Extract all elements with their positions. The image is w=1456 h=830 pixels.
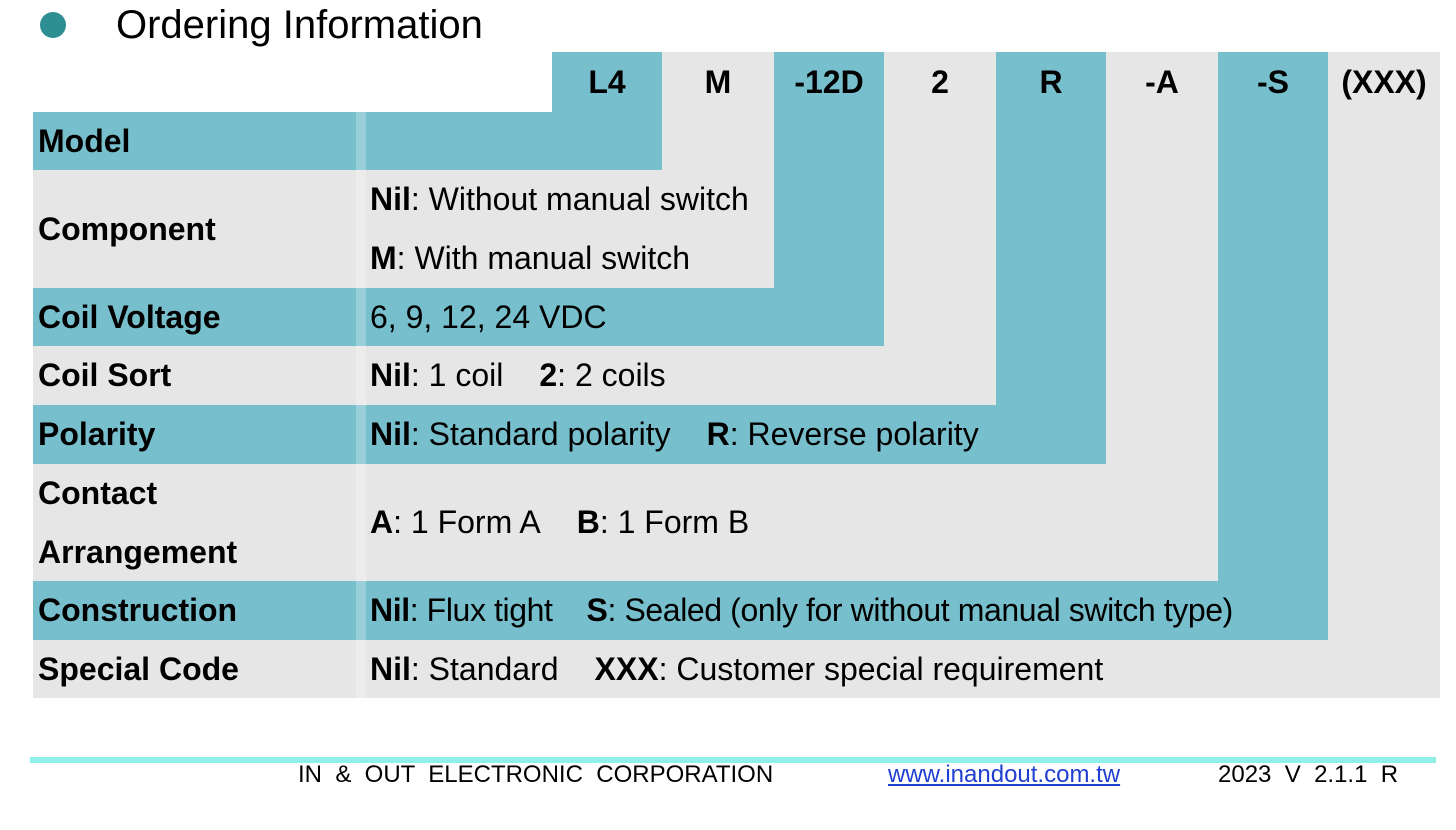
label-separator xyxy=(356,112,366,698)
option-text: : With manual switch xyxy=(396,240,691,276)
row-bg-component xyxy=(33,170,774,288)
option-code: 2 xyxy=(539,357,558,393)
option-code: Nil xyxy=(370,592,410,628)
code-column-bg-r xyxy=(996,52,1106,464)
construction-options: Nil: Flux tight S: Sealed (only for witho… xyxy=(370,581,1233,640)
option-text: : Without manual switch xyxy=(410,181,749,217)
footer-version: 2023 V 2.1.1 R xyxy=(1218,761,1399,788)
option-code: Nil xyxy=(370,181,411,217)
component-option-2: M: With manual switch xyxy=(370,229,690,288)
code-part-xxx: (XXX) xyxy=(1341,64,1427,100)
contact-arrangement-options: A: 1 Form A B: 1 Form B xyxy=(370,464,749,581)
option-code: S xyxy=(586,592,608,628)
option-text: : Sealed (only for without manual switch… xyxy=(607,592,1233,628)
option-code: R xyxy=(706,416,730,452)
option-text: : 1 Form B xyxy=(599,504,750,540)
code-part-m: M xyxy=(704,64,732,100)
row-label-special-code: Special Code xyxy=(38,651,239,687)
coil-voltage-values: 6, 9, 12, 24 VDC xyxy=(370,299,607,335)
row-bg-contact-arrangement xyxy=(33,464,1218,581)
code-part-l4: L4 xyxy=(588,64,626,100)
row-label-contact: Contact xyxy=(38,475,158,511)
option-code: B xyxy=(576,504,600,540)
row-bg-construction xyxy=(33,581,1328,640)
row-label-construction: Construction xyxy=(38,592,238,628)
option-text: : Standard xyxy=(410,651,559,687)
row-label-component: Component xyxy=(38,211,216,247)
option-code: Nil xyxy=(370,416,411,452)
option-text: : Customer special requirement xyxy=(658,651,1104,687)
option-text: : 1 coil xyxy=(410,357,504,393)
footer-company: IN & OUT ELECTRONIC CORPORATION xyxy=(298,761,774,788)
bullet-dot-icon xyxy=(40,12,66,38)
row-bg-polarity xyxy=(33,405,1106,464)
polarity-options: Nil: Standard polarity R: Reverse polarit… xyxy=(370,405,979,464)
row-label-polarity: Polarity xyxy=(38,416,156,452)
option-text: : 2 coils xyxy=(557,357,666,393)
coil-sort-options: Nil: 1 coil 2: 2 coils xyxy=(370,346,666,405)
row-label-coil-sort: Coil Sort xyxy=(38,357,172,393)
row-bg-coil-sort xyxy=(33,346,996,405)
footer-divider xyxy=(30,757,1436,763)
footer-website-link[interactable]: www.inandout.com.tw xyxy=(888,761,1121,788)
option-text: : Standard polarity xyxy=(410,416,671,452)
option-code: M xyxy=(370,240,397,276)
code-part-a: -A xyxy=(1145,64,1179,100)
row-label-arrangement: Arrangement xyxy=(38,534,238,570)
option-text: : Reverse polarity xyxy=(729,416,979,452)
option-code: Nil xyxy=(370,357,411,393)
code-part-r: R xyxy=(1039,64,1063,100)
option-code: XXX xyxy=(594,651,659,687)
code-column-bg-s xyxy=(1218,52,1328,640)
component-option-1: Nil: Without manual switch xyxy=(370,170,749,229)
option-text: : Flux tight xyxy=(409,592,553,628)
code-column-bg-xxx xyxy=(1328,52,1440,698)
option-code: A xyxy=(370,504,394,540)
code-part-s: -S xyxy=(1257,64,1289,100)
page-title: Ordering Information xyxy=(116,3,483,47)
row-label-coil-voltage: Coil Voltage xyxy=(38,299,221,335)
code-part-2: 2 xyxy=(931,64,949,100)
row-bg-coil-voltage xyxy=(33,288,884,346)
row-bg-model xyxy=(33,112,662,170)
special-code-options: Nil: Standard XXX: Customer special requi… xyxy=(370,640,1103,698)
code-part-12d: -12D xyxy=(794,64,864,100)
option-text: : 1 Form A xyxy=(393,504,541,540)
row-label-model: Model xyxy=(38,123,131,159)
option-code: Nil xyxy=(370,651,411,687)
row-bg-special-code xyxy=(33,640,1440,698)
